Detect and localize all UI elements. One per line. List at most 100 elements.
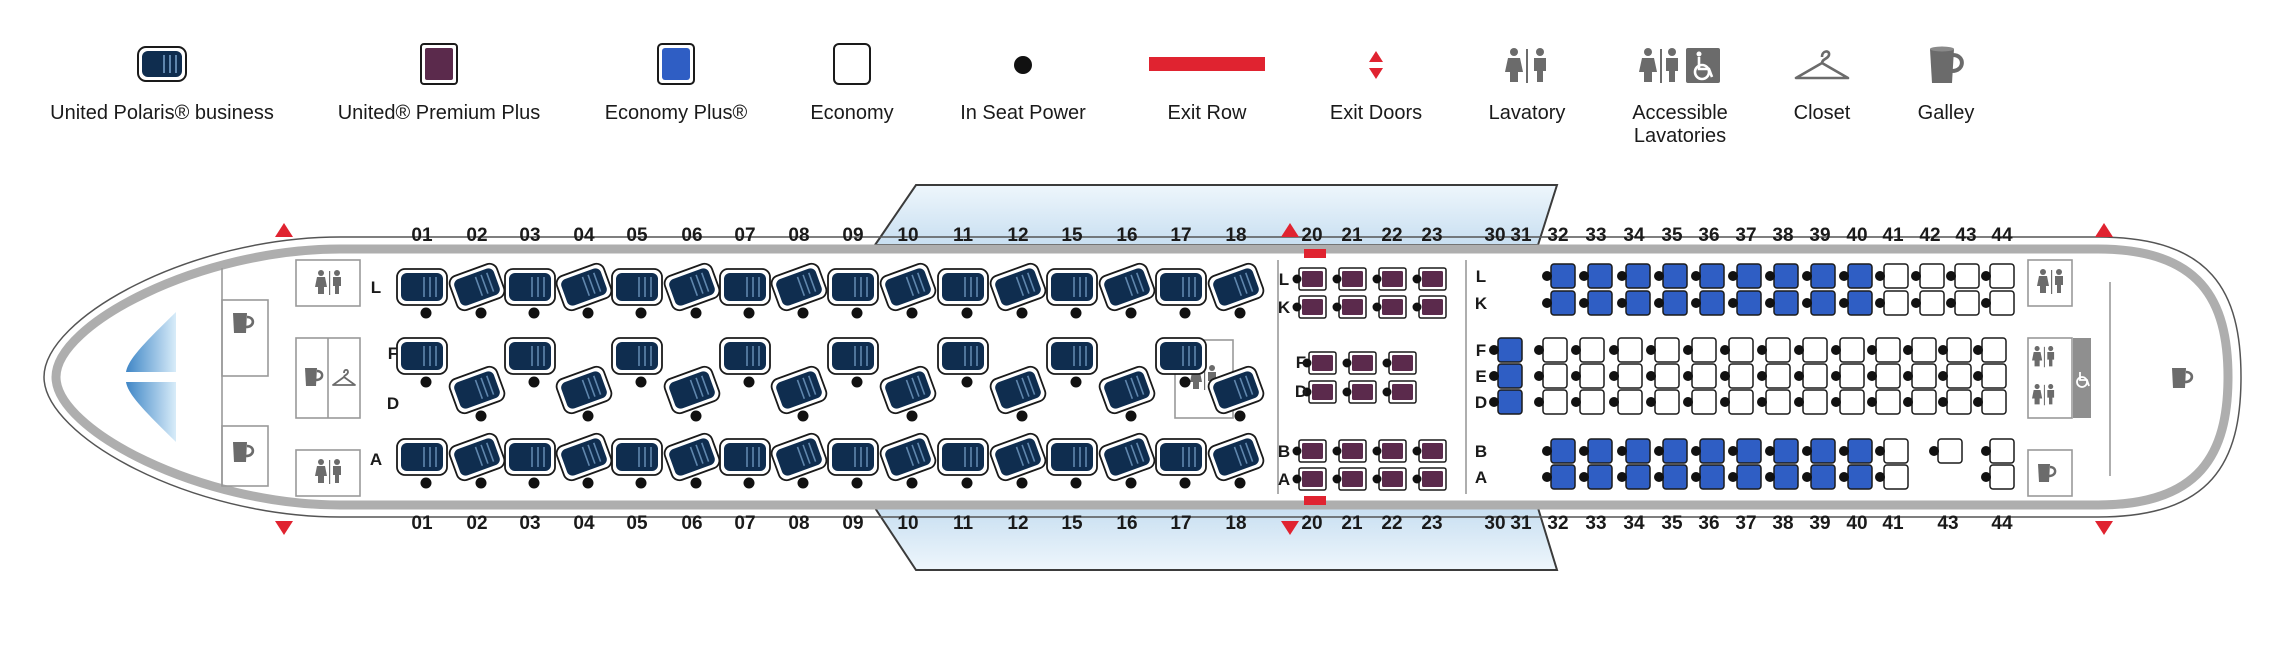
economy-seat-44L[interactable]: [1981, 263, 2015, 289]
economy-seat-36F[interactable]: [1683, 337, 1717, 363]
polaris-seat-08D[interactable]: [769, 365, 828, 422]
economy-seat-39L[interactable]: [1802, 263, 1836, 289]
premium-plus-seat-20B[interactable]: [1292, 439, 1327, 463]
economy-seat-35A[interactable]: [1654, 464, 1688, 490]
polaris-seat-15L[interactable]: [1046, 268, 1098, 319]
economy-seat-35F[interactable]: [1646, 337, 1680, 363]
economy-seat-35K[interactable]: [1654, 290, 1688, 316]
economy-seat-42K[interactable]: [1911, 290, 1945, 316]
premium-plus-seat-21A[interactable]: [1332, 467, 1367, 491]
economy-seat-44A[interactable]: [1981, 464, 2015, 490]
economy-seat-43L[interactable]: [1946, 263, 1980, 289]
polaris-seat-03L[interactable]: [504, 268, 556, 319]
economy-seat-40F[interactable]: [1831, 337, 1865, 363]
economy-seat-38F[interactable]: [1757, 337, 1791, 363]
polaris-seat-10D[interactable]: [878, 365, 937, 422]
economy-seat-33K[interactable]: [1579, 290, 1613, 316]
polaris-seat-01L[interactable]: [396, 268, 448, 319]
economy-seat-37D[interactable]: [1720, 389, 1754, 415]
polaris-seat-04L[interactable]: [554, 262, 613, 319]
premium-plus-seat-21D[interactable]: [1342, 380, 1377, 404]
economy-seat-32B[interactable]: [1542, 438, 1576, 464]
economy-seat-41L[interactable]: [1875, 263, 1909, 289]
polaris-seat-10A[interactable]: [878, 432, 937, 489]
economy-seat-41B[interactable]: [1875, 438, 1909, 464]
economy-seat-36B[interactable]: [1691, 438, 1725, 464]
polaris-seat-08L[interactable]: [769, 262, 828, 319]
economy-seat-34A[interactable]: [1617, 464, 1651, 490]
economy-seat-37K[interactable]: [1728, 290, 1762, 316]
economy-seat-34B[interactable]: [1617, 438, 1651, 464]
polaris-seat-02L[interactable]: [447, 262, 506, 319]
polaris-seat-16D[interactable]: [1097, 365, 1156, 422]
polaris-seat-04A[interactable]: [554, 432, 613, 489]
polaris-seat-12D[interactable]: [988, 365, 1047, 422]
polaris-seat-11F[interactable]: [937, 337, 989, 388]
polaris-seat-18D[interactable]: [1206, 365, 1265, 422]
premium-plus-seat-23A[interactable]: [1412, 467, 1447, 491]
polaris-seat-08A[interactable]: [769, 432, 828, 489]
polaris-seat-03A[interactable]: [504, 438, 556, 489]
economy-seat-40K[interactable]: [1839, 290, 1873, 316]
economy-seat-32L[interactable]: [1542, 263, 1576, 289]
economy-seat-38E[interactable]: [1757, 363, 1791, 389]
premium-plus-seat-22L[interactable]: [1372, 267, 1407, 291]
polaris-seat-05A[interactable]: [611, 438, 663, 489]
economy-seat-39A[interactable]: [1802, 464, 1836, 490]
economy-seat-34K[interactable]: [1617, 290, 1651, 316]
economy-seat-44D[interactable]: [1973, 389, 2007, 415]
economy-seat-33L[interactable]: [1579, 263, 1613, 289]
premium-plus-seat-20F[interactable]: [1302, 351, 1337, 375]
economy-seat-38D[interactable]: [1757, 389, 1791, 415]
economy-seat-32A[interactable]: [1542, 464, 1576, 490]
polaris-seat-06L[interactable]: [662, 262, 721, 319]
economy-seat-40L[interactable]: [1839, 263, 1873, 289]
economy-seat-43K[interactable]: [1946, 290, 1980, 316]
polaris-seat-03F[interactable]: [504, 337, 556, 388]
polaris-seat-04D[interactable]: [554, 365, 613, 422]
economy-seat-38A[interactable]: [1765, 464, 1799, 490]
polaris-seat-15F[interactable]: [1046, 337, 1098, 388]
economy-seat-34E[interactable]: [1609, 363, 1643, 389]
polaris-seat-17A[interactable]: [1155, 438, 1207, 489]
economy-seat-42D[interactable]: [1903, 389, 1937, 415]
premium-plus-seat-20K[interactable]: [1292, 295, 1327, 319]
economy-seat-41D[interactable]: [1867, 389, 1901, 415]
economy-seat-38L[interactable]: [1765, 263, 1799, 289]
polaris-seat-11L[interactable]: [937, 268, 989, 319]
economy-seat-35E[interactable]: [1646, 363, 1680, 389]
polaris-seat-06A[interactable]: [662, 432, 721, 489]
polaris-seat-18L[interactable]: [1206, 262, 1265, 319]
economy-seat-41E[interactable]: [1867, 363, 1901, 389]
premium-plus-seat-22B[interactable]: [1372, 439, 1407, 463]
polaris-seat-02D[interactable]: [447, 365, 506, 422]
polaris-seat-17F[interactable]: [1155, 337, 1207, 388]
polaris-seat-07F[interactable]: [719, 337, 771, 388]
economy-seat-32F[interactable]: [1534, 337, 1568, 363]
economy-seat-32E[interactable]: [1534, 363, 1568, 389]
premium-plus-seat-23K[interactable]: [1412, 295, 1447, 319]
economy-seat-31E[interactable]: [1489, 363, 1523, 389]
economy-seat-36A[interactable]: [1691, 464, 1725, 490]
economy-seat-39D[interactable]: [1794, 389, 1828, 415]
economy-seat-32D[interactable]: [1534, 389, 1568, 415]
premium-plus-seat-20L[interactable]: [1292, 267, 1327, 291]
polaris-seat-05F[interactable]: [611, 337, 663, 388]
economy-seat-43E[interactable]: [1938, 363, 1972, 389]
economy-seat-37L[interactable]: [1728, 263, 1762, 289]
premium-plus-seat-22F[interactable]: [1382, 351, 1417, 375]
economy-seat-40E[interactable]: [1831, 363, 1865, 389]
economy-seat-44E[interactable]: [1973, 363, 2007, 389]
economy-seat-33A[interactable]: [1579, 464, 1613, 490]
economy-seat-36D[interactable]: [1683, 389, 1717, 415]
economy-seat-35B[interactable]: [1654, 438, 1688, 464]
polaris-seat-09A[interactable]: [827, 438, 879, 489]
premium-plus-seat-21K[interactable]: [1332, 295, 1367, 319]
polaris-seat-02A[interactable]: [447, 432, 506, 489]
economy-seat-34L[interactable]: [1617, 263, 1651, 289]
economy-seat-39B[interactable]: [1802, 438, 1836, 464]
premium-plus-seat-22D[interactable]: [1382, 380, 1417, 404]
economy-seat-40B[interactable]: [1839, 438, 1873, 464]
premium-plus-seat-21L[interactable]: [1332, 267, 1367, 291]
economy-seat-37E[interactable]: [1720, 363, 1754, 389]
